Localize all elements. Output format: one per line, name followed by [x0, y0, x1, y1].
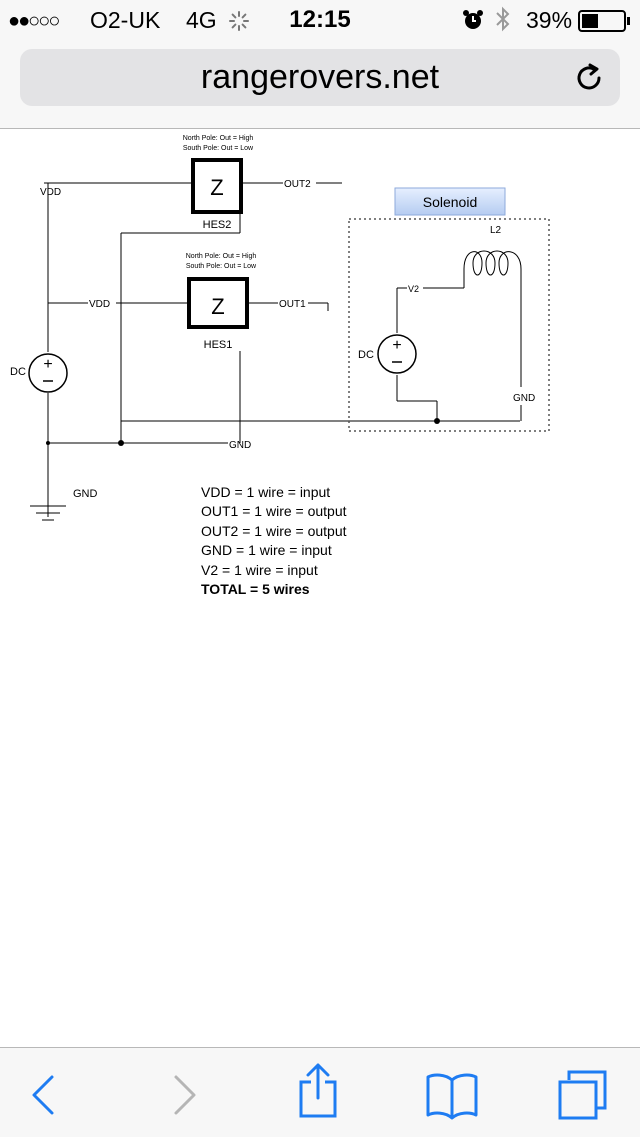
hes1-note-line1: North Pole: Out = High	[186, 253, 257, 260]
solenoid-box	[348, 218, 550, 432]
bookmarks-button[interactable]	[425, 1070, 479, 1120]
junction-dot	[118, 440, 124, 446]
activity-spinner-icon	[228, 9, 250, 39]
junction-dot	[46, 441, 50, 445]
v2-label: V2	[408, 284, 419, 294]
dc-source-solenoid	[377, 334, 417, 374]
hes2-label: HES2	[203, 219, 232, 231]
wire-item: OUT2 = 1 wire = output	[201, 522, 347, 539]
tabs-icon	[558, 1070, 607, 1120]
chevron-right-icon	[174, 1075, 196, 1115]
hes1-block	[187, 277, 249, 329]
dc-solenoid-label: DC	[358, 349, 374, 361]
wire-total: TOTAL = 5 wires	[201, 581, 310, 598]
dc-source-main	[28, 353, 68, 393]
out1-label: OUT1	[279, 299, 306, 310]
solenoid-button-label: Solenoid	[423, 194, 478, 210]
hes1-vdd-label: VDD	[89, 299, 110, 310]
reload-button[interactable]	[572, 61, 606, 95]
back-button[interactable]	[20, 1070, 70, 1120]
carrier-name: O2-UK	[90, 7, 161, 33]
gnd-ground-label: GND	[73, 488, 98, 500]
battery-icon	[578, 9, 632, 39]
share-button[interactable]	[293, 1062, 343, 1118]
vdd-label: VDD	[40, 187, 61, 198]
forward-button[interactable]	[158, 1070, 208, 1120]
signal-strength: ●●○○○	[8, 10, 60, 32]
solenoid-gnd-label: GND	[513, 393, 535, 404]
status-bar: ●●○○○ O2-UK 4G 12:15 39%	[0, 0, 640, 40]
svg-text:+: +	[392, 337, 401, 354]
alarm-clock-icon	[462, 8, 484, 38]
battery-percent: 39%	[526, 7, 573, 33]
out2-label: OUT2	[284, 179, 311, 190]
clock: 12:15	[289, 6, 351, 33]
bluetooth-icon	[494, 5, 512, 40]
hes1-symbol: Z	[211, 294, 224, 319]
wire-item: VDD = 1 wire = input	[201, 484, 331, 500]
browser-address-area: rangerovers.net	[0, 40, 640, 129]
hes2-block	[191, 158, 243, 214]
chevron-left-icon	[32, 1075, 54, 1115]
wire-item: V2 = 1 wire = input	[201, 561, 318, 578]
wire-summary: VDD = 1 wire = input OUT1 = 1 wire = out…	[201, 483, 347, 599]
hes1-note-line2: South Pole: Out = Low	[186, 263, 257, 270]
junction-dot	[434, 418, 440, 424]
tabs-button[interactable]	[557, 1070, 607, 1120]
gnd-bus-label: GND	[229, 440, 251, 451]
share-icon	[299, 1063, 337, 1118]
solenoid-button[interactable]	[394, 187, 506, 216]
l2-label: L2	[490, 225, 502, 236]
hes2-note-line2: South Pole: Out = Low	[183, 145, 254, 152]
browser-toolbar	[0, 1047, 640, 1137]
wires	[30, 182, 522, 521]
page-content: Solenoid Z North Pole: Out = High South …	[0, 129, 640, 1047]
reload-icon	[577, 63, 601, 90]
dc-main-label: DC	[10, 366, 26, 378]
hes2-note-line1: North Pole: Out = High	[183, 135, 254, 142]
wire-item: GND = 1 wire = input	[201, 542, 332, 559]
wire-item: OUT1 = 1 wire = output	[201, 503, 347, 520]
address-bar[interactable]: rangerovers.net	[20, 49, 620, 106]
hes2-symbol: Z	[210, 175, 223, 200]
hes1-label: HES1	[204, 339, 233, 351]
url-text[interactable]: rangerovers.net	[200, 58, 440, 96]
book-icon	[426, 1073, 478, 1120]
network-type: 4G	[186, 7, 217, 33]
svg-text:+: +	[43, 356, 52, 373]
circuit-diagram: Solenoid Z North Pole: Out = High South …	[10, 135, 550, 521]
